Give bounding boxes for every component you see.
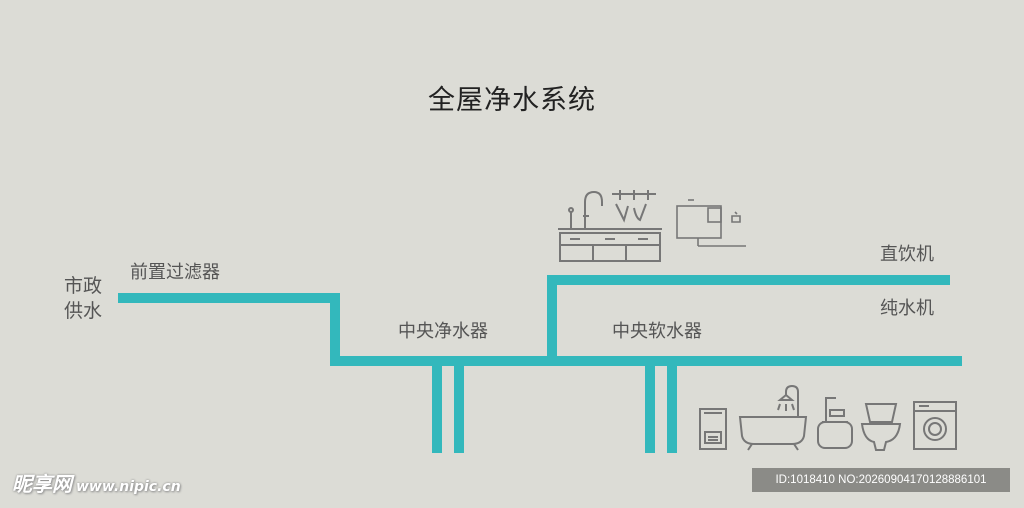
bathtub-shower-icon [738, 384, 808, 451]
city-water-label: 市政 供水 [60, 274, 106, 324]
water-heater-icon [699, 408, 727, 450]
city-water-label-line2: 供水 [63, 300, 102, 322]
main-inlet-pipe [118, 293, 962, 366]
watermark-url: www.nipic.cn [76, 479, 181, 495]
city-water-label-line1: 市政 [63, 275, 102, 297]
page-title: 全屋净水系统 [428, 85, 596, 116]
drinking-water-pipe [547, 275, 950, 361]
central-purifier-label: 中央净水器 [398, 321, 488, 342]
pure-water-label: 纯水机 [880, 298, 934, 319]
pre-filter-label: 前置过滤器 [130, 262, 220, 283]
sink-cabinet-icon [558, 190, 662, 262]
pipes [118, 275, 962, 453]
toilet-icon [860, 403, 902, 451]
washing-machine-icon [913, 401, 957, 450]
water-dispenser-icon [676, 199, 746, 247]
central-softener-label: 中央软水器 [612, 321, 702, 342]
direct-drinking-label: 直饮机 [880, 244, 934, 265]
watermark-id-bar: ID:1018410 NO:20260904170128886101 [752, 468, 1010, 492]
washbasin-icon [817, 397, 853, 449]
watermark-brand-name: 昵享网 [12, 472, 72, 496]
